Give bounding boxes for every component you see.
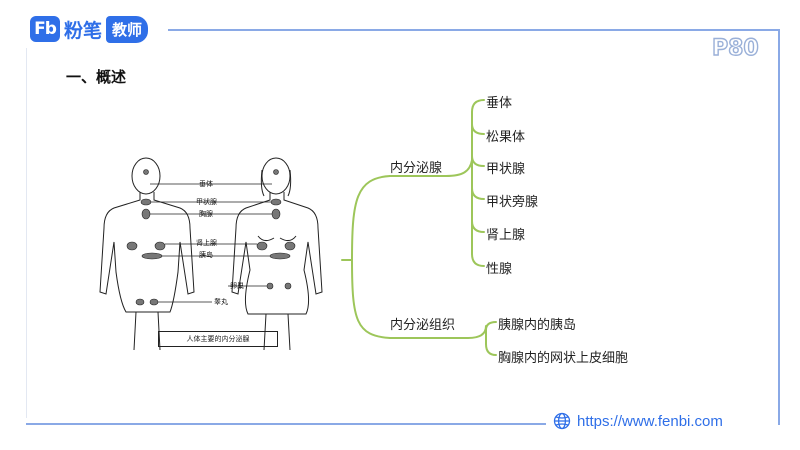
- mindmap-lines: [341, 99, 497, 356]
- figure-label-testis: 睾丸: [214, 298, 228, 306]
- brand-logo: Fb 粉笔 教师: [30, 14, 149, 44]
- figure-label-ovary: 卵巢: [230, 282, 244, 290]
- leaf-pineal: 松果体: [486, 130, 526, 145]
- frame-top-line: [168, 29, 780, 31]
- brand-name: 粉笔: [64, 19, 103, 42]
- figure-label-pituitary: 垂体: [199, 180, 213, 188]
- footer-url[interactable]: https://www.fenbi.com: [577, 412, 723, 430]
- leaf-pancreatic-islet: 胰腺内的胰岛: [498, 318, 577, 333]
- footer-link[interactable]: https://www.fenbi.com: [553, 412, 723, 430]
- brand-mark: Fb: [30, 16, 60, 42]
- frame-left-line: [26, 48, 27, 418]
- section-title: 一、概述: [66, 68, 127, 86]
- leaf-adrenal: 肾上腺: [486, 228, 526, 243]
- figure-label-thyroid: 甲状腺: [196, 198, 217, 206]
- branch-endocrine-tissue: 内分泌组织: [390, 318, 456, 333]
- frame-bottom-line: [26, 423, 546, 425]
- leaf-gonad: 性腺: [486, 262, 513, 277]
- frame-right-line: [778, 29, 780, 425]
- leaf-pituitary: 垂体: [486, 96, 513, 111]
- figure-caption: 人体主要的内分泌腺: [158, 331, 278, 347]
- figure-label-islet: 胰岛: [199, 251, 213, 259]
- figure-label-adrenal: 肾上腺: [196, 239, 217, 247]
- endocrine-glands-figure: 垂体 甲状腺 胸腺 肾上腺 胰岛 卵巢 睾丸 人体主要的内分泌腺: [92, 152, 336, 352]
- leaf-thymic-reticular-cells: 胸腺内的网状上皮细胞: [498, 351, 629, 366]
- leaf-thyroid: 甲状腺: [486, 162, 526, 177]
- figure-label-thymus: 胸腺: [199, 210, 213, 218]
- body-outlines-illustration: [99, 157, 323, 351]
- page-number: P80: [711, 35, 759, 61]
- leaf-parathyroid: 甲状旁腺: [486, 195, 539, 210]
- globe-icon: [553, 412, 571, 430]
- branch-endocrine-glands: 内分泌腺: [390, 161, 443, 176]
- brand-badge: 教师: [106, 15, 149, 43]
